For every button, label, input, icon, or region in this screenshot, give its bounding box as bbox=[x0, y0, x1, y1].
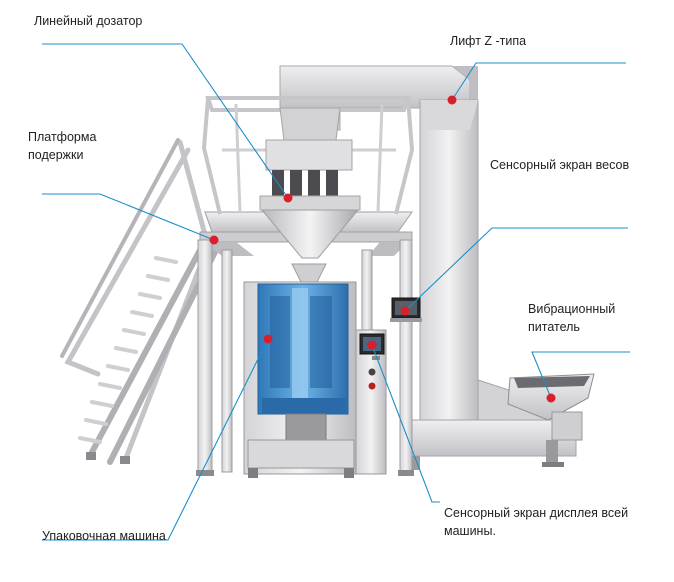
label-linear-weigher: Линейный дозатор bbox=[34, 14, 143, 28]
control-cabinet bbox=[355, 329, 387, 475]
callout-line-weigher-touchscreen bbox=[404, 227, 628, 312]
callout-line-platform bbox=[42, 193, 215, 241]
label-main-touchscreen-line2: машины. bbox=[444, 524, 496, 538]
callout-line-packing-machine bbox=[42, 338, 269, 541]
label-packing-machine: Упаковочная машина bbox=[42, 529, 166, 543]
label-main-touchscreen-line1: Сенсорный экран дисплея всей bbox=[444, 506, 629, 520]
marker-weigher-touchscreen bbox=[400, 306, 410, 316]
callout-line-linear-weigher bbox=[42, 43, 289, 199]
callout-line-vibro-feeder bbox=[531, 351, 630, 399]
linear-weigher bbox=[201, 96, 415, 285]
label-weigher-touchscreen: Сенсорный экран весов bbox=[490, 158, 630, 172]
label-z-lift: Лифт Z -типа bbox=[450, 34, 527, 48]
label-platform-line2: подержки bbox=[28, 148, 84, 162]
marker-packing-machine bbox=[263, 334, 273, 344]
marker-main-touchscreen bbox=[367, 340, 377, 350]
marker-vibro-feeder bbox=[546, 393, 556, 403]
label-vibro-feeder-line2: питатель bbox=[528, 320, 580, 334]
marker-linear-weigher bbox=[283, 193, 293, 203]
callout-lines bbox=[42, 43, 630, 541]
callout-line-z-lift bbox=[451, 62, 626, 101]
marker-z-lift bbox=[447, 95, 457, 105]
support-ladder bbox=[60, 138, 219, 465]
label-vibro-feeder-line1: Вибрационный bbox=[528, 302, 616, 316]
packing-machine bbox=[243, 281, 357, 478]
markers bbox=[209, 95, 556, 403]
marker-platform bbox=[209, 235, 219, 245]
callout-line-main-touchscreen bbox=[371, 344, 440, 503]
label-platform-line1: Платформа bbox=[28, 130, 97, 144]
